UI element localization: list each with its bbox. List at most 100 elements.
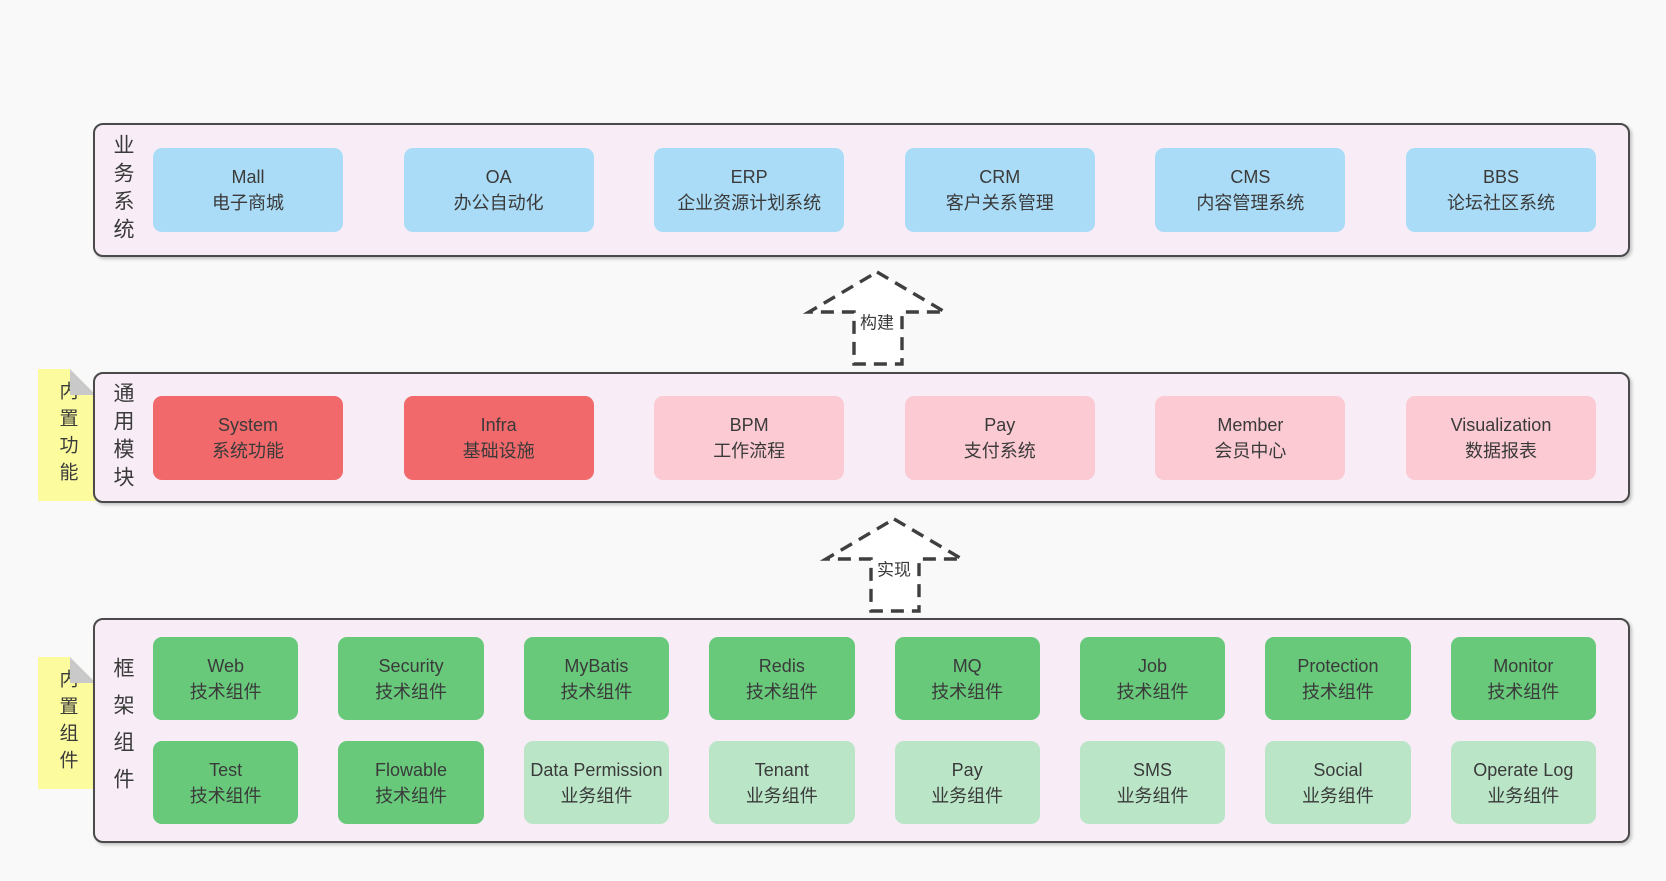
- arrow-build-label: 构建: [857, 308, 897, 334]
- box-desc: 论坛社区系统: [1446, 193, 1555, 213]
- box-name: CMS: [1230, 167, 1271, 187]
- box-desc: 业务组件: [560, 785, 633, 806]
- box-desc: 技术组件: [560, 681, 633, 702]
- box-name: Visualization: [1450, 414, 1552, 435]
- box-bbs: BBS 论坛社区系统: [1405, 148, 1596, 232]
- box-name: Redis: [758, 655, 805, 676]
- box-desc: 业务组件: [745, 785, 818, 806]
- box-desc: 企业资源计划系统: [677, 193, 822, 213]
- box-desc: 技术组件: [931, 681, 1004, 702]
- box-desc: 内容管理系统: [1196, 193, 1305, 213]
- note-text: 内置功能: [56, 381, 78, 489]
- box-test: Test 技术组件: [153, 741, 299, 824]
- box-name: Pay: [951, 759, 983, 780]
- box-desc: 支付系统: [963, 440, 1036, 461]
- box-desc: 系统功能: [212, 440, 284, 461]
- layer-framework-components: 框架组件 Web 技术组件 Security 技术组件 MyBatis 技术组件…: [93, 618, 1630, 843]
- box-name: MQ: [952, 655, 982, 676]
- box-pay-system: Pay 支付系统: [904, 395, 1095, 480]
- box-desc: 技术组件: [745, 681, 818, 702]
- box-name: Tenant: [754, 759, 809, 780]
- layer-common-modules: 通用模块 System 系统功能 Infra 基础设施 BPM 工作流程 Pay…: [93, 372, 1630, 503]
- layer-label-common-modules: 通用模块: [111, 381, 134, 494]
- layer-label-business-systems: 业务系统: [111, 134, 134, 246]
- box-name: Monitor: [1493, 655, 1554, 676]
- note-text: 内置组件: [56, 669, 78, 777]
- box-desc: 技术组件: [189, 785, 262, 806]
- box-bpm: BPM 工作流程: [654, 395, 845, 480]
- arrow-up-build-icon: 构建: [802, 270, 952, 366]
- box-desc: 业务组件: [1301, 785, 1374, 806]
- box-flowable: Flowable 技术组件: [338, 741, 484, 824]
- box-desc: 数据报表: [1464, 440, 1537, 461]
- box-pay-component: Pay 业务组件: [894, 741, 1040, 824]
- framework-components-grid: Web 技术组件 Security 技术组件 MyBatis 技术组件 Redi…: [149, 620, 1628, 841]
- box-name: Operate Log: [1473, 759, 1574, 780]
- box-crm: CRM 客户关系管理: [904, 148, 1095, 232]
- box-name: Infra: [480, 414, 517, 435]
- box-desc: 基础设施: [462, 440, 535, 461]
- box-security: Security 技术组件: [338, 637, 484, 720]
- box-desc: 业务组件: [1487, 785, 1560, 806]
- box-name: BPM: [729, 414, 769, 435]
- box-job: Job 技术组件: [1079, 637, 1226, 720]
- box-name: BBS: [1482, 167, 1519, 187]
- box-name: Data Permission: [530, 759, 663, 780]
- box-name: Job: [1138, 655, 1168, 676]
- box-desc: 技术组件: [375, 785, 448, 806]
- box-desc: 业务组件: [931, 785, 1004, 806]
- box-desc: 会员中心: [1214, 440, 1287, 461]
- box-mall: Mall 电子商城: [153, 148, 343, 232]
- box-desc: 工作流程: [713, 440, 786, 461]
- box-mq: MQ 技术组件: [894, 637, 1040, 720]
- box-desc: 电子商城: [212, 193, 284, 213]
- box-name: CRM: [979, 167, 1021, 187]
- box-monitor: Monitor 技术组件: [1450, 637, 1596, 720]
- box-visualization: Visualization 数据报表: [1405, 395, 1596, 480]
- box-redis: Redis 技术组件: [709, 637, 855, 720]
- box-desc: 业务组件: [1116, 785, 1189, 806]
- layer-business-systems: 业务系统 Mall 电子商城 OA 办公自动化 ERP 企业资源计划系统 CRM…: [93, 123, 1630, 257]
- box-name: Member: [1217, 414, 1284, 435]
- box-name: SMS: [1133, 759, 1173, 780]
- box-desc: 技术组件: [1487, 681, 1560, 702]
- box-desc: 技术组件: [189, 681, 262, 702]
- box-sms: SMS 业务组件: [1079, 741, 1226, 824]
- arrow-implement-label: 实现: [874, 555, 914, 581]
- box-tenant: Tenant 业务组件: [709, 741, 855, 824]
- box-name: Mall: [231, 167, 265, 187]
- box-name: Pay: [984, 414, 1016, 435]
- box-erp: ERP 企业资源计划系统: [654, 148, 845, 232]
- box-name: System: [217, 414, 278, 435]
- layer-label-framework-components: 框架组件: [111, 656, 134, 805]
- business-systems-row: Mall 电子商城 OA 办公自动化 ERP 企业资源计划系统 CRM 客户关系…: [149, 125, 1628, 255]
- box-name: Flowable: [375, 759, 448, 780]
- box-name: MyBatis: [564, 655, 629, 676]
- arrow-up-implement-icon: 实现: [819, 517, 969, 613]
- box-desc: 技术组件: [1116, 681, 1189, 702]
- box-protection: Protection 技术组件: [1265, 637, 1411, 720]
- box-desc: 办公自动化: [453, 193, 544, 213]
- box-infra: Infra 基础设施: [403, 395, 594, 480]
- box-member: Member 会员中心: [1155, 395, 1346, 480]
- box-name: Security: [378, 655, 444, 676]
- box-web: Web 技术组件: [153, 637, 299, 720]
- box-name: Test: [209, 759, 243, 780]
- box-name: Social: [1313, 759, 1363, 780]
- box-operate-log: Operate Log 业务组件: [1450, 741, 1596, 824]
- sticky-note-builtin-components: 内置组件: [38, 657, 96, 789]
- box-name: Protection: [1297, 655, 1379, 676]
- box-desc: 客户关系管理: [945, 193, 1054, 213]
- box-name: Web: [207, 655, 245, 676]
- box-oa: OA 办公自动化: [403, 148, 594, 232]
- box-desc: 技术组件: [375, 681, 448, 702]
- box-mybatis: MyBatis 技术组件: [523, 637, 670, 720]
- box-name: OA: [485, 167, 512, 187]
- box-name: ERP: [730, 167, 768, 187]
- box-system: System 系统功能: [153, 395, 343, 480]
- box-desc: 技术组件: [1301, 681, 1374, 702]
- box-data-permission: Data Permission 业务组件: [523, 741, 670, 824]
- box-social: Social 业务组件: [1265, 741, 1411, 824]
- sticky-note-builtin-features: 内置功能: [38, 369, 96, 501]
